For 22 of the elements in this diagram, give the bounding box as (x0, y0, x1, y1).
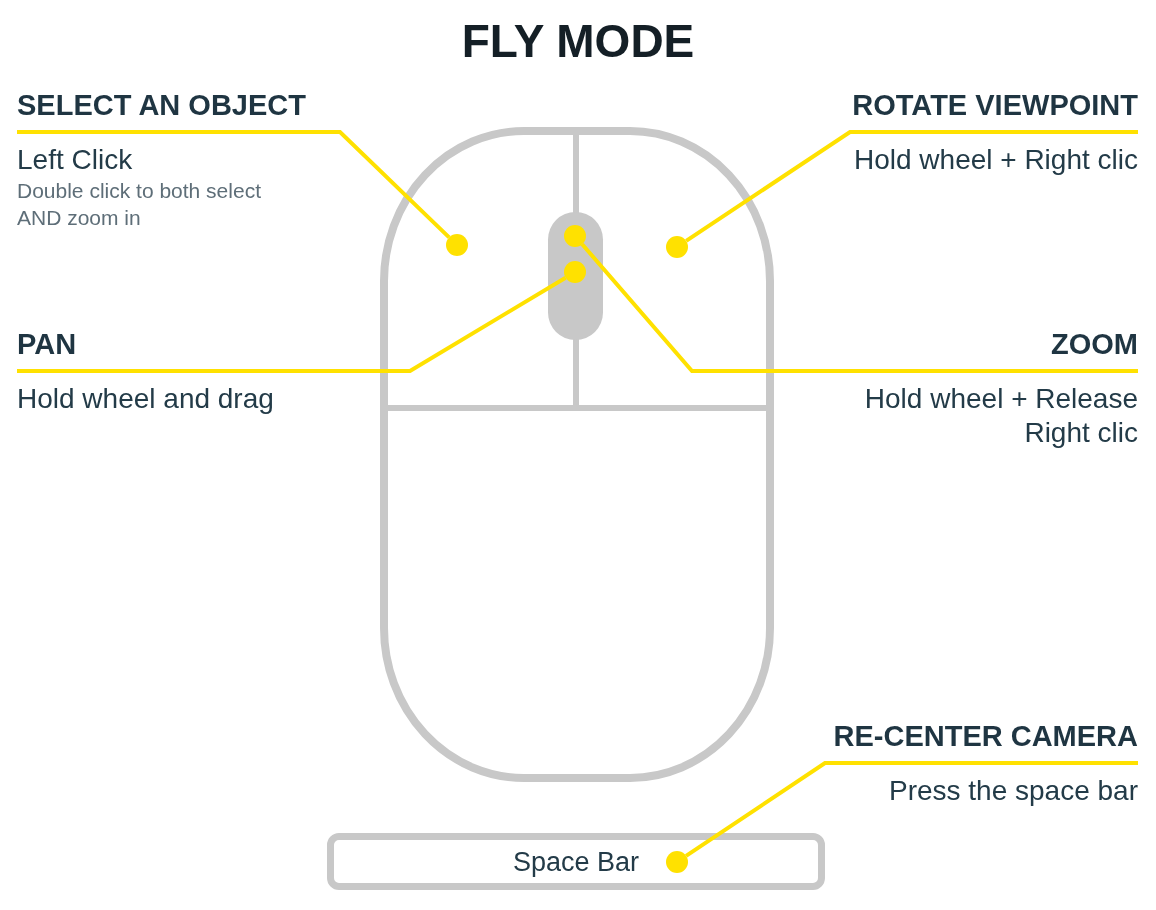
key-label: Space Bar (512, 845, 640, 878)
leader-line (17, 276, 567, 373)
callout-heading: ZOOM (1051, 327, 1138, 362)
callout-heading: RE-CENTER CAMERA (833, 719, 1138, 754)
callout-text: Press the space bar (888, 774, 1138, 808)
leader-line (17, 130, 451, 239)
leader-dot-icon (666, 236, 688, 258)
diagram-title: FLY MODE (461, 14, 695, 68)
callout-text: Hold wheel + Right clic (853, 143, 1138, 177)
callout-heading: PAN (17, 327, 77, 362)
leader-dot-icon (446, 234, 468, 256)
callout-note: Double click to both select AND zoom in (17, 178, 262, 231)
leader-line (685, 761, 1138, 858)
callout-heading: ROTATE VIEWPOINT (852, 88, 1138, 123)
callout-text: Hold wheel + Release Right clic (863, 382, 1138, 450)
callout-heading: SELECT AN OBJECT (17, 88, 306, 123)
space-bar-key (327, 833, 825, 890)
callout-text: Left Click (17, 143, 133, 177)
leader-line (580, 243, 1138, 373)
leader-line (685, 130, 1138, 243)
callout-text: Hold wheel and drag (17, 382, 274, 416)
leader-dot-icon (666, 851, 688, 873)
